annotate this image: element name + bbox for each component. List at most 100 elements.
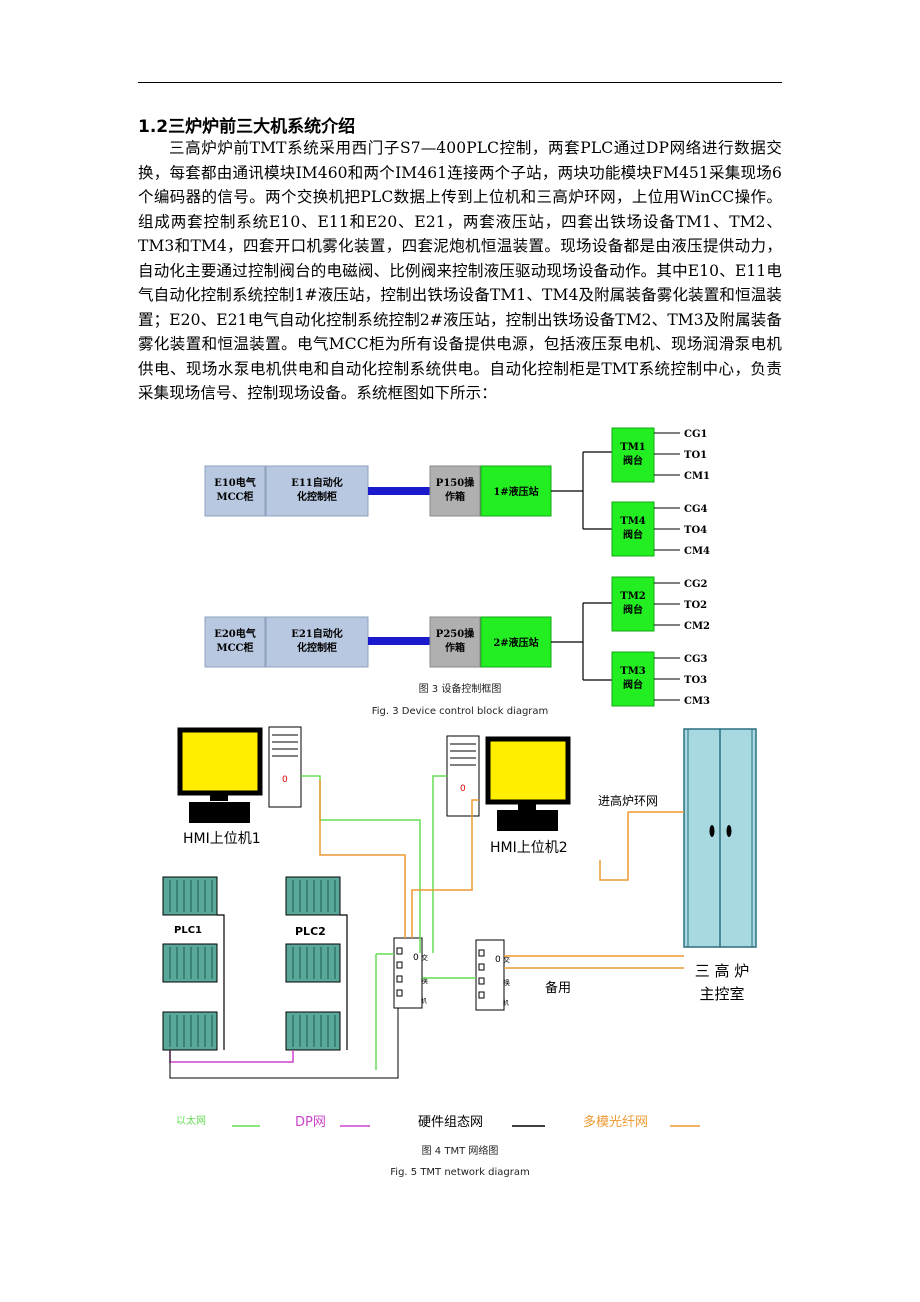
switch-2-char-1: 交 (503, 955, 510, 964)
station-2-label: 2#液压站 (493, 636, 538, 649)
valve-tm1 (611, 427, 655, 483)
hmi1-tower (268, 726, 302, 808)
ctrl-1-line1: E11自动化 (291, 476, 343, 489)
operation-box-1 (429, 465, 481, 517)
ctrl-2-line1: E21自动化 (291, 627, 343, 640)
plc2-label: PLC2 (295, 925, 326, 938)
tm2-line2: 阀台 (623, 603, 643, 616)
tm3-outputs (654, 657, 680, 701)
rack-slot-lines (169, 880, 336, 1047)
fig4-legend: 以太网 DP网 硬件组态网 多模光纤网 (176, 1114, 700, 1130)
hmi1-label: HMI上位机1 (183, 831, 261, 847)
hmi1-stand (210, 795, 228, 801)
cg2: CG2 (684, 579, 707, 590)
op-1-line2: 作箱 (445, 490, 465, 503)
fig4-caption-cn: 图 4 TMT 网络图 (421, 1146, 499, 1157)
mcc-2-line1: E20电气 (214, 627, 256, 640)
cm2: CM2 (684, 621, 710, 632)
plc-hardware-links (217, 914, 348, 1050)
tm3-line1: TM3 (620, 666, 646, 677)
section-paragraph: 三高炉炉前TMT系统采用西门子S7—400PLC控制，两套PLC通过DP网络进行… (138, 139, 782, 402)
switch-2-ports (478, 949, 485, 999)
plc2-racks (285, 876, 341, 1051)
switch-2-indicator: 0 (495, 955, 501, 965)
mcc-1-line2: MCC柜 (217, 490, 254, 503)
cg3: CG3 (684, 654, 707, 665)
plc1-rack-mid (162, 943, 218, 983)
cg4: CG4 (684, 504, 707, 515)
hmi2-tower-bays (450, 743, 476, 766)
legend-hardware-label: 硬件组态网 (418, 1115, 483, 1130)
control-cabinet-2 (265, 616, 369, 668)
hydraulic-station-2 (480, 616, 552, 668)
tm3-line2: 阀台 (623, 678, 643, 691)
operation-box-2 (429, 616, 481, 668)
cabinet-frame-lines (687, 729, 753, 947)
legend-fiber-label: 多模光纤网 (583, 1114, 648, 1130)
tm1-line1: TM1 (620, 442, 645, 453)
mcc-2-line2: MCC柜 (217, 641, 254, 654)
hmi2-monitor (485, 736, 571, 805)
switch-2-char-3: 机 (503, 999, 509, 1007)
fig4-caption-en: Fig. 5 TMT network diagram (390, 1167, 530, 1178)
dp-link-1 (368, 487, 430, 495)
switch-1-char-3: 机 (421, 997, 427, 1005)
switch-1-ports (396, 947, 403, 997)
plc2-rack-mid (285, 943, 341, 983)
valve-tm3 (611, 651, 655, 707)
plc1-rack-bottom (162, 1011, 218, 1051)
mcc-1-line1: E10电气 (214, 476, 256, 489)
spare-label: 备用 (545, 980, 571, 996)
ctrl-2-line2: 化控制柜 (297, 641, 337, 654)
fig4-diagram: HMI上位机1 0 HMI上位机2 0 (162, 726, 757, 1130)
plc1-label: PLC1 (174, 925, 202, 936)
legend-ethernet-label: 以太网 (176, 1114, 206, 1127)
hmi2-tower (446, 735, 480, 817)
dp-link-2 (368, 637, 430, 645)
header-rule (138, 82, 782, 83)
mcc-cabinet-2 (204, 616, 266, 668)
cabinet-handle-right (726, 825, 732, 837)
hmi2-tower-indicator: 0 (460, 784, 466, 794)
hydraulic-station-1 (480, 465, 552, 517)
hmi2-keyboard (497, 810, 558, 831)
legend-dp-label: DP网 (295, 1115, 326, 1130)
cm4: CM4 (684, 546, 710, 557)
hmi1-monitor (177, 727, 263, 796)
to2: TO2 (684, 600, 707, 611)
plc1-racks (162, 876, 218, 1051)
hmi2-label: HMI上位机2 (490, 840, 568, 856)
to3: TO3 (684, 675, 707, 686)
station-1-label: 1#液压站 (493, 485, 538, 498)
cm3: CM3 (684, 696, 710, 707)
fig3-caption-en: Fig. 3 Device control block diagram (371, 706, 549, 717)
switch-1-char-1: 交 (421, 953, 428, 962)
ctrl-1-line2: 化控制柜 (297, 490, 337, 503)
hmi1-tower-bays (272, 734, 298, 757)
ring-network-label: 进高炉环网 (598, 793, 658, 808)
control-room-line1: 三 高 炉 (695, 962, 750, 980)
switch-1-char-2: 换 (421, 976, 428, 985)
mcc-cabinet-1 (204, 465, 266, 517)
hardware-links (169, 1008, 399, 1079)
tm1-outputs (654, 432, 680, 476)
hmi2-stand (518, 804, 536, 810)
cg1: CG1 (684, 429, 707, 440)
plc1-rack-top (162, 876, 218, 916)
to1: TO1 (684, 450, 707, 461)
control-room-line2: 主控室 (699, 985, 744, 1003)
fiber-links (319, 780, 684, 969)
section-title: 1.2三炉炉前三大机系统介绍 (138, 117, 356, 137)
switch-1-indicator: 0 (413, 953, 419, 963)
cabinet-handle-left (709, 825, 715, 837)
tm1-line2: 阀台 (623, 454, 643, 467)
tm4-line2: 阀台 (623, 528, 643, 541)
tm2-line1: TM2 (620, 591, 646, 602)
to4: TO4 (684, 525, 707, 536)
dp-links (169, 1050, 294, 1063)
hmi1-tower-indicator: 0 (282, 775, 288, 785)
plc2-rack-top (285, 876, 341, 916)
valve-tm4 (611, 501, 655, 557)
switch-2-char-2: 换 (503, 978, 510, 987)
station-1-branch (551, 451, 612, 530)
